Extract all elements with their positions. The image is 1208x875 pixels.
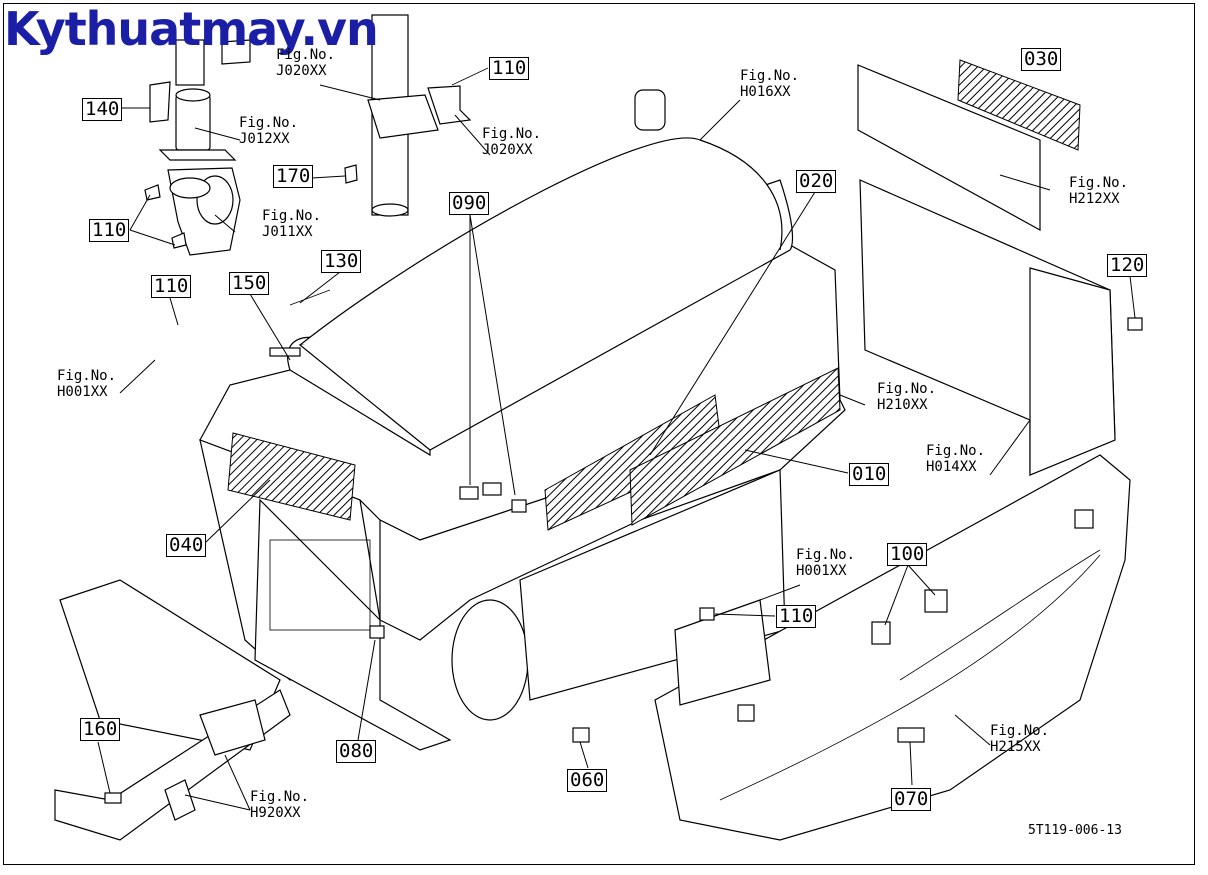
exhaust-parts-drawing (144, 14, 489, 256)
fig-ref-h212xx: Fig.No.H212XX (1069, 175, 1129, 207)
fig-ref-j020xx-right: Fig.No.J020XX (482, 126, 542, 158)
fig-ref-j012xx: Fig.No.J012XX (239, 115, 299, 147)
callout-090: 090 (449, 192, 490, 215)
fig-ref-h920xx: Fig.No.H920XX (250, 789, 310, 821)
callout-030: 030 (1021, 48, 1062, 71)
callout-160: 160 (80, 718, 121, 741)
fig-ref-j011xx: Fig.No.J011XX (262, 208, 322, 240)
callout-010: 010 (849, 463, 890, 486)
callout-110-top: 110 (489, 57, 530, 80)
fig-ref-h016xx: Fig.No.H016XX (740, 68, 800, 100)
callout-150: 150 (229, 272, 270, 295)
callout-130: 130 (321, 250, 362, 273)
fig-ref-h014xx: Fig.No.H014XX (926, 443, 986, 475)
callout-020: 020 (796, 170, 837, 193)
hood-body-drawing (199, 89, 846, 751)
diagram-code: 5T119-006-13 (1028, 823, 1122, 838)
fig-ref-h215xx: Fig.No.H215XX (990, 723, 1050, 755)
callout-110-panel: 110 (151, 275, 192, 298)
fig-ref-j020xx-top: Fig.No.J020XX (276, 47, 336, 79)
diagram-border (3, 3, 1195, 865)
leader-lines (97, 84, 1136, 811)
callout-110-lower: 110 (776, 605, 817, 628)
callout-100: 100 (887, 543, 928, 566)
callout-170: 170 (273, 165, 314, 188)
callout-040: 040 (166, 534, 207, 557)
callout-060: 060 (567, 769, 608, 792)
watermark-logo: Kythuatmay.vn (4, 2, 379, 56)
callout-140: 140 (82, 98, 123, 121)
callout-080: 080 (336, 740, 377, 763)
fig-ref-h001xx-lower: Fig.No.H001XX (796, 547, 856, 579)
side-panels-drawing (654, 59, 1143, 841)
callout-120: 120 (1107, 254, 1148, 277)
fig-ref-h210xx: Fig.No.H210XX (877, 381, 937, 413)
fig-ref-h001xx-left: Fig.No.H001XX (57, 368, 117, 400)
frame-drawing (54, 579, 715, 841)
callout-070: 070 (891, 788, 932, 811)
callout-110-left: 110 (89, 219, 130, 242)
